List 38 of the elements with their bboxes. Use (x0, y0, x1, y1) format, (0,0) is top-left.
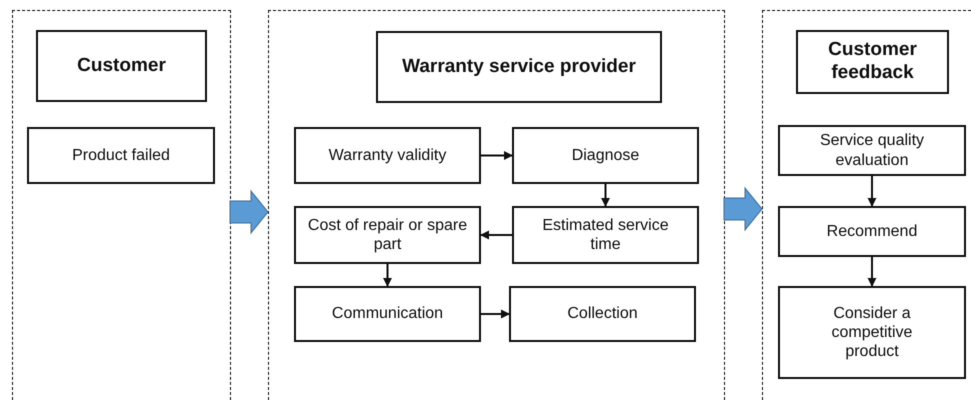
step-label: Recommend (826, 222, 918, 242)
process-box (294, 206, 481, 264)
process-box (512, 206, 699, 264)
lane-panel (762, 10, 971, 400)
arrow (481, 151, 513, 160)
heading-box (376, 31, 662, 103)
process-box (512, 127, 699, 184)
lane-panel (12, 10, 231, 400)
arrow (601, 184, 610, 207)
arrow (868, 257, 876, 287)
step-label: Consider a competitive product (830, 304, 914, 362)
step-label: Product failed (72, 146, 170, 166)
arrow (383, 264, 392, 287)
heading-box (796, 30, 949, 94)
heading-box (36, 30, 207, 102)
heading-text: Warranty service provider (402, 56, 636, 78)
process-box (778, 206, 966, 257)
process-box (778, 125, 966, 176)
arrow (868, 176, 876, 207)
process-box (509, 286, 696, 342)
step-label: Service quality evaluation (818, 131, 926, 170)
heading-text: Customer (77, 54, 166, 78)
lane-panel (268, 10, 725, 400)
block-arrow (724, 186, 763, 232)
step-label: Warranty validity (328, 146, 446, 166)
step-label: Collection (567, 304, 638, 324)
process-box (294, 127, 481, 184)
block-arrow (230, 190, 269, 234)
arrow (481, 310, 510, 318)
step-label: Communication (332, 304, 444, 324)
arrow (480, 230, 512, 240)
process-box (27, 127, 215, 184)
step-label: Diagnose (572, 146, 640, 166)
heading-text: Customer feedback (827, 39, 918, 85)
process-box (778, 286, 966, 379)
step-label: Cost of repair or spare part (306, 216, 468, 254)
step-label: Estimated service time (541, 216, 670, 254)
process-box (294, 286, 481, 342)
